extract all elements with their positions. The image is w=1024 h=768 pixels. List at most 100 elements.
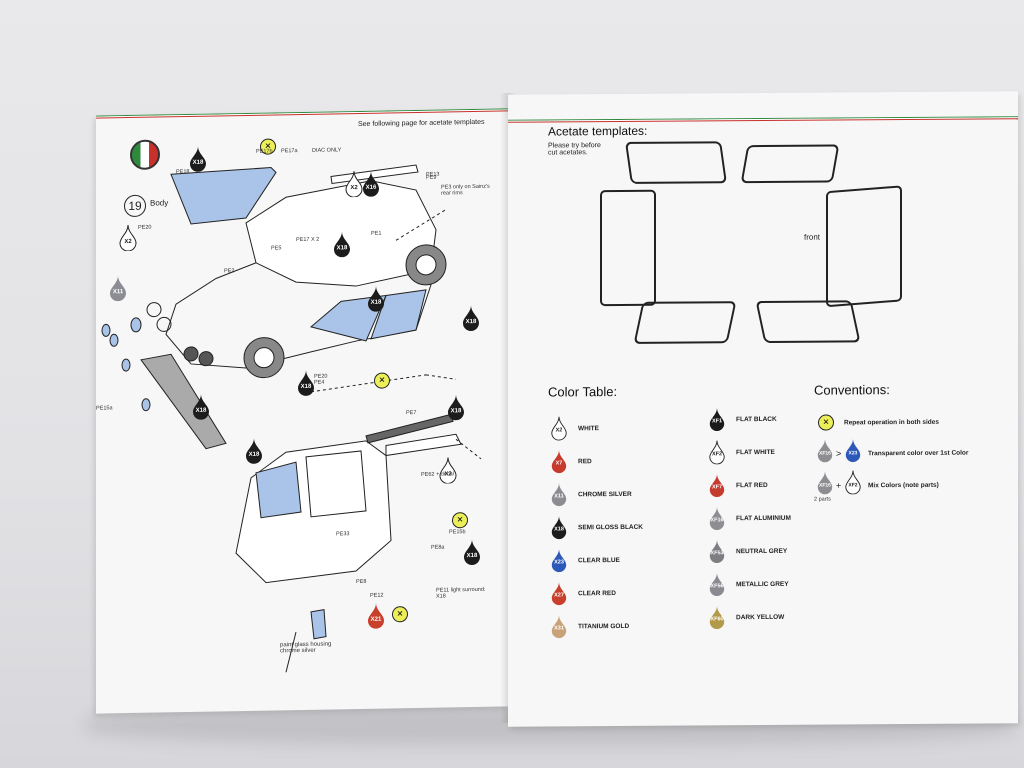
paint-drop-icon — [709, 572, 725, 596]
conventions-title: Conventions: — [814, 382, 890, 398]
color-row: X7 RED — [550, 448, 700, 475]
paint-drop-icon — [193, 393, 209, 420]
drop-label: XF2 — [848, 482, 858, 489]
drop-label: X18 — [195, 407, 207, 414]
color-code: X31 — [554, 625, 564, 632]
paint-drop-icon — [551, 515, 567, 540]
paint-drop-icon — [298, 369, 314, 396]
color-name: DARK YELLOW — [736, 613, 785, 622]
color-code: XF56 — [710, 583, 724, 590]
drop-label: X18 — [465, 318, 477, 326]
color-code: XF60 — [710, 616, 724, 623]
part-label: PE15b — [449, 529, 466, 536]
color-row: X18 SEMI GLOSS BLACK — [550, 514, 700, 541]
paint-drop-icon — [845, 438, 861, 463]
mix-parts-note: 2 parts — [814, 496, 831, 503]
color-code: X27 — [554, 592, 564, 599]
color-code: X7 — [555, 460, 563, 467]
convention-text: Transparent color over 1st Color — [868, 449, 969, 458]
color-row: XF7 FLAT RED — [708, 472, 858, 499]
color-row: XF1 FLAT BLACK — [708, 406, 858, 433]
paint-drop-icon — [551, 482, 567, 507]
acetate-title: Acetate templates: — [548, 123, 648, 139]
paint-drop-icon — [345, 171, 363, 198]
paint-drop-icon — [368, 602, 384, 629]
color-code: XF2 — [711, 451, 723, 458]
paint-drop-icon — [464, 539, 480, 565]
drop-label: X21 — [370, 616, 382, 623]
part-label: PE3 only on Sainz's rear rims — [441, 183, 490, 197]
part-label: PE18 — [176, 168, 190, 176]
drop-label: X2 — [124, 238, 132, 246]
color-row: X11 CHROME SILVER — [550, 481, 700, 508]
paint-drop-icon — [551, 449, 567, 474]
part-label: PE33 — [336, 531, 350, 538]
paint-drop-icon — [709, 473, 725, 497]
color-name: SEMI GLOSS BLACK — [578, 523, 644, 532]
paint-drop-icon — [448, 394, 464, 421]
paint-drop-icon — [551, 581, 567, 606]
acetate-template — [625, 141, 727, 184]
acetate-template — [755, 300, 861, 343]
repeat-both-sides-icon: ✕ — [818, 414, 834, 431]
part-label: PE8 — [356, 578, 367, 586]
paint-drop-icon — [190, 145, 206, 172]
part-label: PE17a — [281, 148, 298, 155]
paint-drop-icon — [709, 440, 725, 465]
drop-label: XF16 — [819, 482, 831, 489]
color-code: X23 — [554, 559, 564, 566]
color-row: XF2 FLAT WHITE — [708, 439, 858, 466]
color-name: FLAT WHITE — [736, 448, 775, 457]
color-code: XF7 — [711, 484, 723, 491]
drop-label: X18 — [336, 245, 348, 252]
color-row: X31 TITANIUM GOLD — [550, 613, 700, 640]
convention-text: Mix Colors (note parts) — [868, 481, 939, 490]
color-table-title: Color Table: — [548, 384, 618, 400]
part-label: PE1 — [371, 230, 382, 237]
part-label: DIAC ONLY — [312, 147, 342, 154]
footer-note: paint glass housing chrome silver — [280, 641, 332, 655]
paint-drop-icon — [368, 285, 384, 312]
paint-drop-icon — [551, 614, 567, 639]
drop-label: XF16 — [819, 450, 831, 457]
paint-drop-icon — [439, 457, 457, 484]
color-name: CLEAR BLUE — [578, 556, 620, 565]
part-label: PE20 — [138, 224, 152, 231]
part-label: PE12 — [370, 592, 384, 599]
paint-drop-icon — [551, 548, 567, 573]
part-label: PE2 — [224, 268, 235, 275]
color-name: NEUTRAL GREY — [736, 547, 788, 556]
drop-label: X16 — [365, 184, 377, 191]
paint-drop-icon — [817, 438, 833, 463]
part-label: PE15a — [96, 405, 113, 412]
left-page: See following page for acetate templates… — [96, 108, 508, 714]
paint-drop-icon — [110, 275, 126, 302]
color-code: X18 — [554, 526, 564, 533]
part-label: PE5 — [271, 245, 282, 252]
color-name: FLAT BLACK — [736, 415, 777, 424]
acetate-template — [600, 189, 656, 307]
part-label: PE7 — [406, 410, 417, 417]
part-label: PE11 light surround: X18 — [436, 586, 486, 600]
drop-label: X18 — [300, 383, 312, 391]
color-name: CHROME SILVER — [578, 490, 632, 499]
color-name: FLAT RED — [736, 481, 768, 490]
paint-drop-icon — [246, 437, 262, 464]
paint-drop-icon — [709, 605, 725, 629]
color-code: XF1 — [711, 418, 723, 425]
paint-drop-icon — [845, 470, 861, 495]
color-name: RED — [578, 458, 592, 466]
paint-drop-icon — [119, 224, 137, 252]
paint-drop-icon — [817, 470, 833, 495]
plus-symbol: + — [836, 480, 842, 491]
color-row: X23 CLEAR BLUE — [550, 547, 700, 574]
color-row: X27 CLEAR RED — [550, 580, 700, 607]
acetate-template — [633, 301, 737, 344]
paint-drop-icon — [709, 407, 725, 431]
acetate-template — [740, 144, 840, 184]
color-row: XF16 FLAT ALUMINIUM — [708, 505, 858, 532]
color-row: XF60 DARK YELLOW — [708, 604, 858, 631]
part-label: PE8a — [431, 544, 445, 551]
drop-label: X18 — [192, 159, 204, 166]
acetate-template — [826, 185, 902, 308]
